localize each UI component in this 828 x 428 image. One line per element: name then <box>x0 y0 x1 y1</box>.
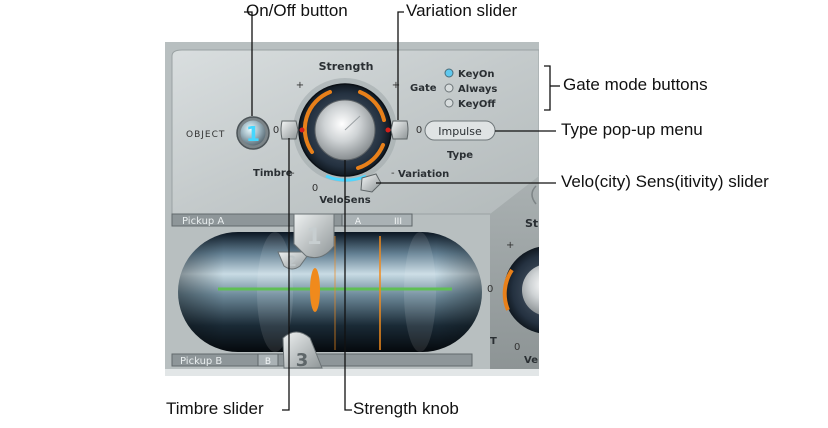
velo-sens-slider[interactable] <box>360 173 382 193</box>
panel-edge-fragment <box>531 185 537 205</box>
gate-modes-callout-label: Gate mode buttons <box>563 75 708 94</box>
secondary-t-label: T <box>490 336 497 347</box>
timbre-callout-line <box>282 138 290 411</box>
variation-slider[interactable] <box>390 120 409 140</box>
object-on-off-button[interactable]: 1 <box>236 116 270 150</box>
gate-mode-keyoff-label: KeyOff <box>458 99 496 110</box>
timbre-minus: - <box>291 168 295 179</box>
timbre-label: Timbre <box>253 168 293 179</box>
on-off-callout-line <box>244 11 253 116</box>
gate-mode-always-radio[interactable]: Always <box>444 83 497 95</box>
variation-callout-label: Variation slider <box>406 1 518 20</box>
object-marker-3[interactable]: 3 <box>282 331 323 371</box>
gate-label: Gate <box>410 83 437 94</box>
object-number: 1 <box>246 122 260 146</box>
timbre-callout-label: Timbre slider <box>166 399 264 418</box>
pickup-a-marker-letter: A <box>355 217 362 227</box>
timbre-slider[interactable] <box>280 120 299 140</box>
on-off-callout-label: On/Off button <box>246 1 348 20</box>
variation-zero-label: 0 <box>416 125 422 136</box>
pickup-b-bar <box>171 353 473 367</box>
type-popup-value: Impulse <box>438 125 482 138</box>
pickup-b-label: Pickup B <box>180 356 222 367</box>
variation-minus: - <box>391 168 395 179</box>
pickup-b-marker[interactable]: B <box>257 353 279 367</box>
pickup-a-label: Pickup A <box>182 216 224 227</box>
pickup-a-marker-roman: III <box>394 217 402 227</box>
gate-mode-keyon-radio[interactable]: KeyOn <box>444 68 495 80</box>
object-marker-1-number: 1 <box>306 225 321 250</box>
secondary-velo-label: Ve <box>524 355 538 366</box>
secondary-zero-bottom: 0 <box>514 342 520 353</box>
gate-mode-keyon-label: KeyOn <box>458 69 495 80</box>
strength-knob-callout-label: Strength knob <box>353 399 459 418</box>
velo-zero-label: 0 <box>312 183 318 194</box>
object-position-indicator <box>310 268 320 312</box>
secondary-plus: + <box>506 240 514 251</box>
strength-label: Strength <box>319 60 374 73</box>
object-marker-2[interactable]: 2 <box>277 251 311 270</box>
secondary-zero: 0 <box>487 284 493 295</box>
pickup-a-marker[interactable]: A III <box>341 213 413 227</box>
callout-lines <box>244 11 560 411</box>
velo-sens-callout-label: Velo(city) Sens(itivity) slider <box>561 172 769 191</box>
gate-bracket <box>544 65 551 111</box>
string-display <box>178 232 482 352</box>
object-label: OBJECT <box>186 130 225 140</box>
gate-mode-keyoff-radio[interactable]: KeyOff <box>444 98 496 110</box>
strength-callout-line <box>344 160 352 411</box>
strength-plus-left: + <box>296 80 304 91</box>
bottom-edge-strip <box>165 369 539 376</box>
strength-knob[interactable] <box>293 78 397 182</box>
timbre-zero-label: 0 <box>273 125 279 136</box>
type-menu-callout-label: Type pop-up menu <box>561 120 703 139</box>
gate-mode-always-label: Always <box>458 84 497 95</box>
variation-label: Variation <box>398 169 449 180</box>
type-label: Type <box>447 150 473 161</box>
pickup-b-marker-letter: B <box>265 357 271 367</box>
object-marker-1[interactable]: 1 <box>293 213 335 259</box>
strength-plus-right: + <box>392 80 400 91</box>
secondary-strength-knob[interactable] <box>502 246 592 334</box>
type-popup-menu[interactable]: Impulse <box>424 120 496 141</box>
object-marker-2-number: 2 <box>287 254 297 270</box>
variation-callout-line <box>397 11 404 120</box>
object-marker-3-number: 3 <box>296 350 309 371</box>
secondary-strength-label: St <box>525 217 538 230</box>
